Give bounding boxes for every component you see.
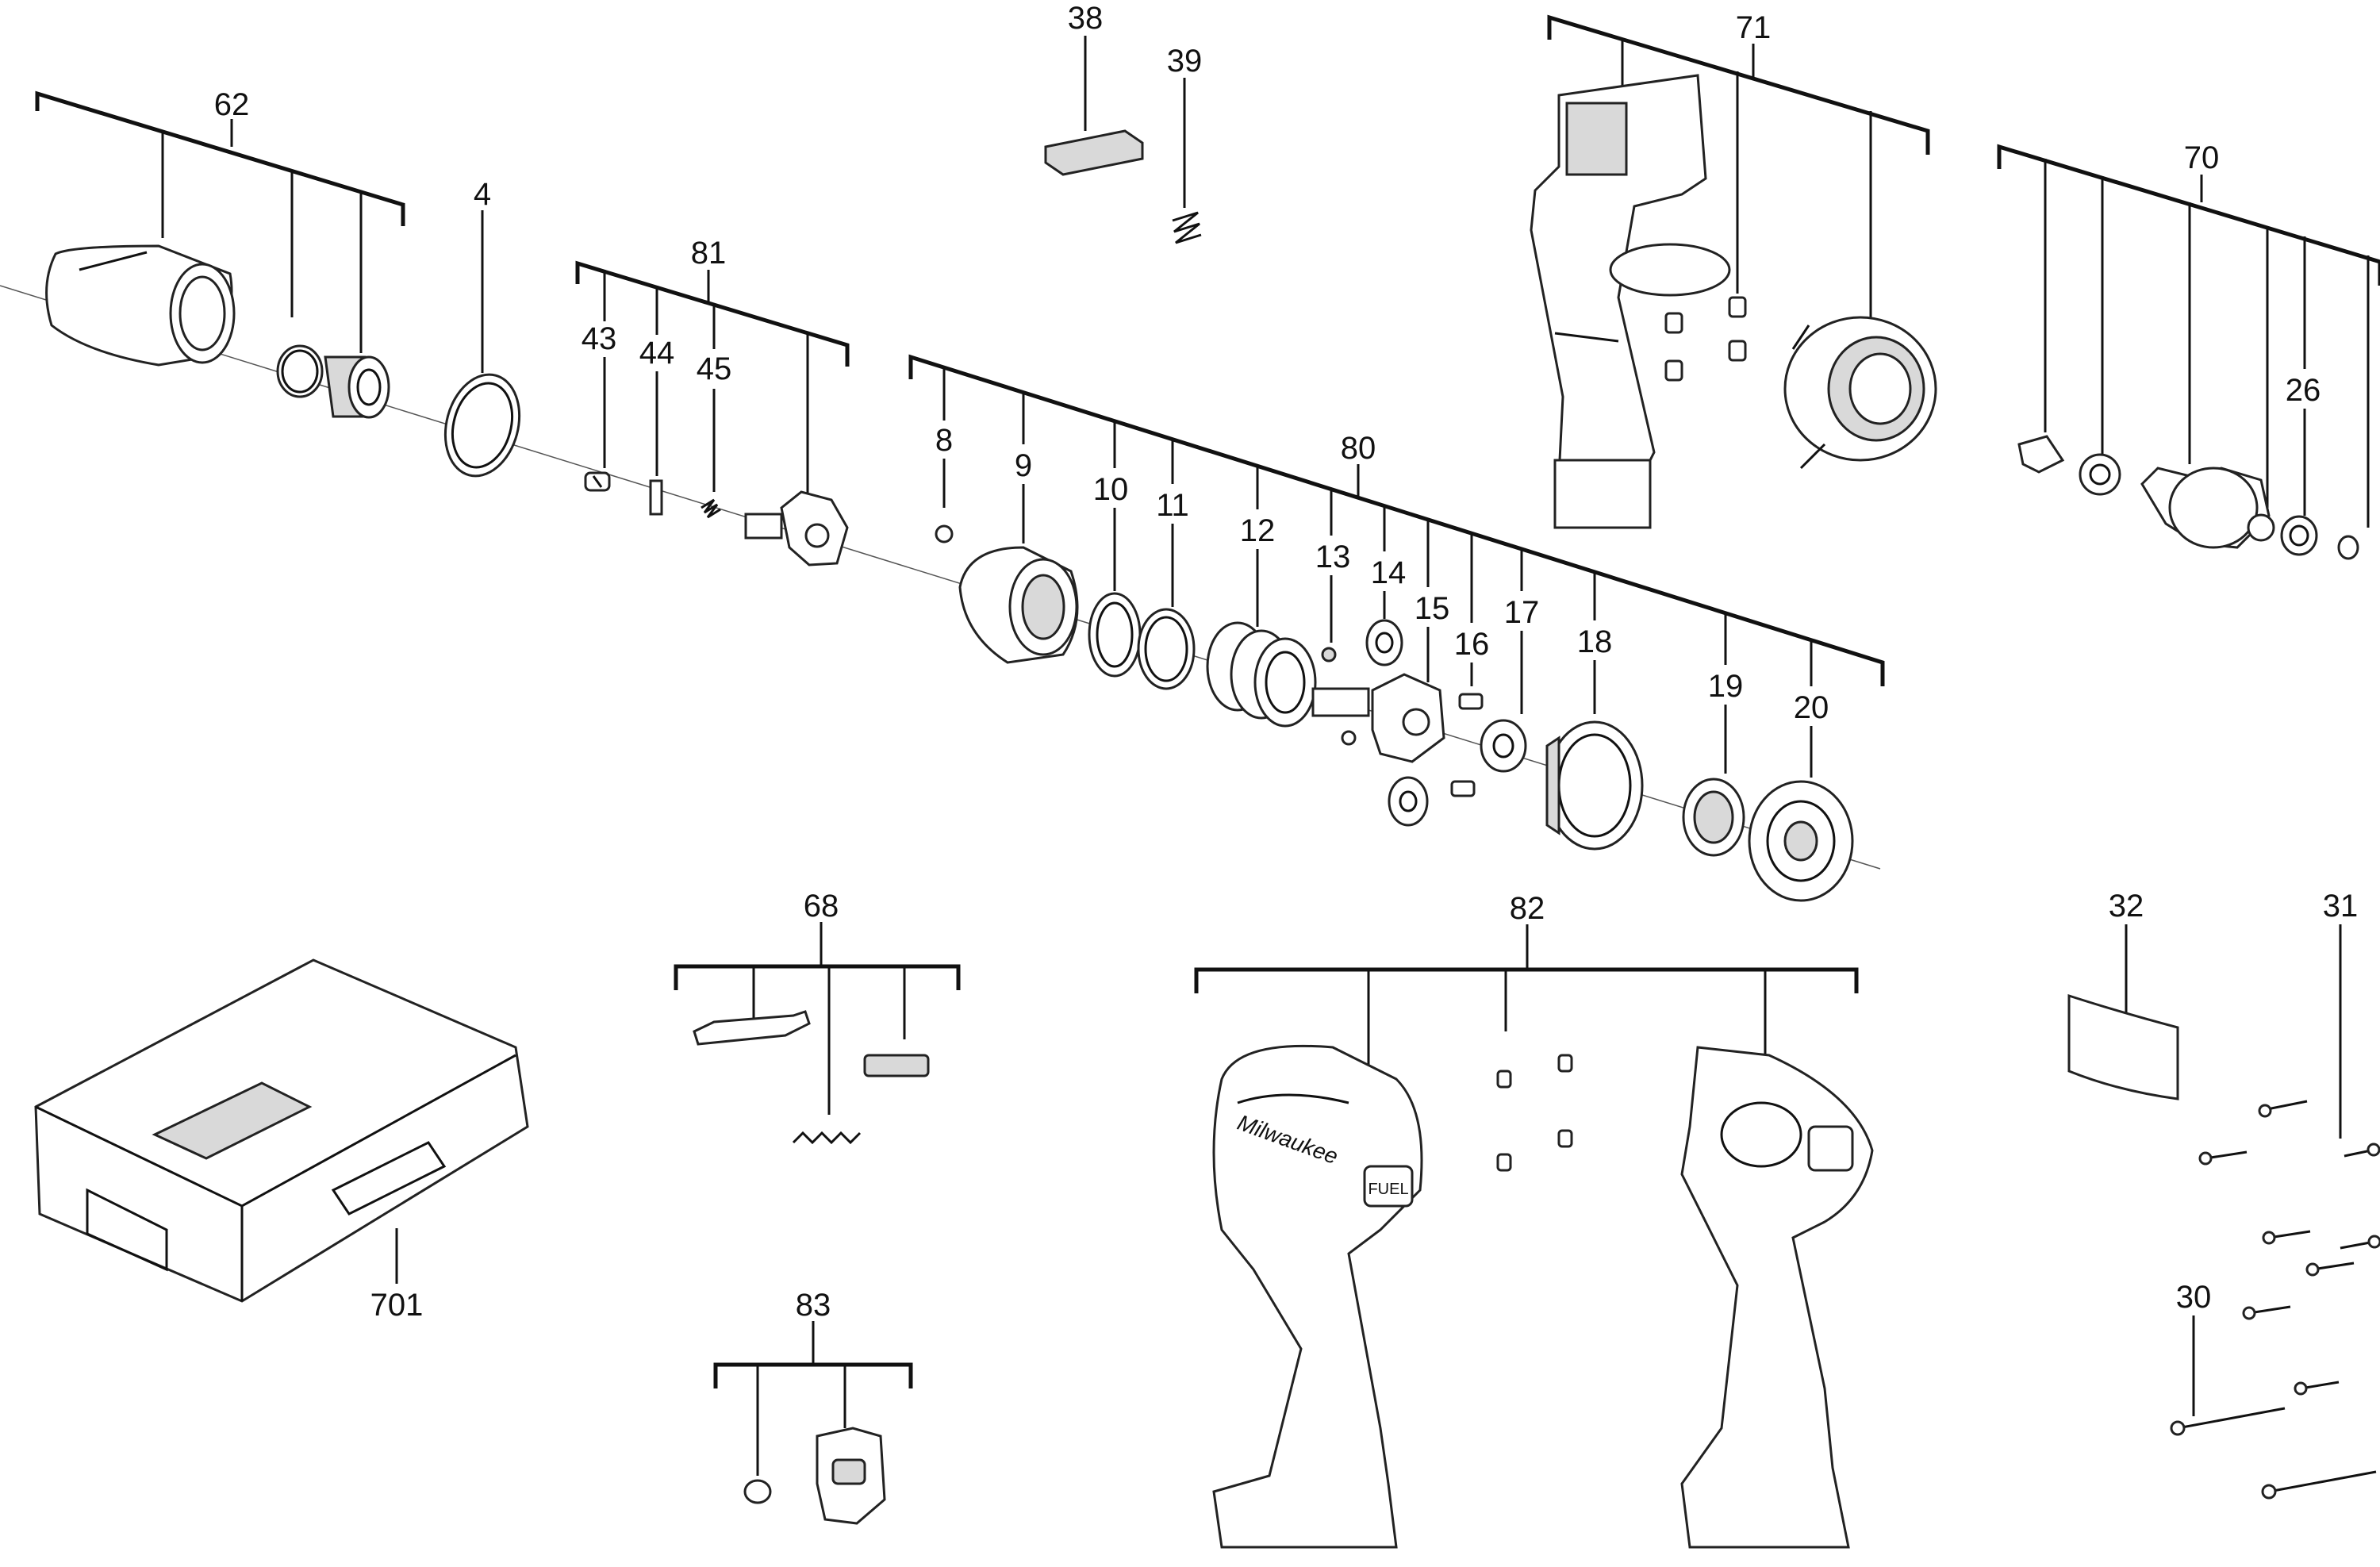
retaining-ring-icon	[276, 344, 324, 398]
clip-68-icon	[693, 1010, 811, 1046]
name-plate-icon	[2067, 993, 2179, 1100]
nose-housing-icon	[45, 244, 236, 367]
part-38: 38	[1044, 1, 1144, 176]
spring-39-icon	[1172, 211, 1202, 244]
label-20: 20	[1794, 690, 1829, 725]
spindle-15-icon	[1311, 673, 1445, 763]
label-17: 17	[1504, 595, 1540, 630]
screw-43-icon	[584, 471, 611, 492]
part-group-81: 81 43 44 45	[575, 236, 850, 567]
part-group-83: 83	[713, 1288, 913, 1525]
label-19: 19	[1708, 669, 1744, 704]
part-group-80: 80 8 9 10 11 12	[908, 354, 1885, 902]
bracket-68	[674, 964, 961, 990]
label-12: 12	[1240, 513, 1276, 548]
part-701-702: 702 701	[34, 958, 529, 1323]
part-4: 4	[443, 177, 521, 478]
bearing-19-icon	[1682, 778, 1745, 857]
label-80: 80	[1341, 431, 1376, 466]
carry-case-icon	[34, 958, 529, 1303]
screw-83-icon	[743, 1479, 772, 1504]
bushing-icon	[324, 355, 390, 419]
latch-68-icon	[863, 1054, 930, 1077]
part-group-68: 68	[674, 889, 961, 1145]
part-group-70: 70 26	[1997, 140, 2380, 560]
label-26: 26	[2286, 373, 2321, 408]
label-11: 11	[1156, 488, 1189, 523]
spring-45-icon	[701, 498, 721, 519]
planet-gear-14b-icon	[1388, 776, 1429, 827]
pins-16-icon	[1450, 693, 1484, 797]
label-8: 8	[935, 423, 953, 458]
belt-clip-83-icon	[816, 1427, 886, 1525]
label-83: 83	[796, 1288, 831, 1323]
switch-slider-icon	[1044, 129, 1144, 176]
pin-44-icon	[649, 479, 663, 516]
trigger-switch-icon	[1530, 74, 1731, 529]
bracket-62	[35, 90, 405, 226]
label-13: 13	[1315, 540, 1351, 574]
bracket-83	[713, 1362, 913, 1388]
ball-bearing-cage-10-icon	[1088, 592, 1142, 678]
part-31: 31	[2198, 889, 2380, 1396]
label-15: 15	[1415, 591, 1450, 626]
label-30: 30	[2176, 1280, 2212, 1315]
label-4: 4	[474, 177, 491, 212]
hammer-9-icon	[958, 546, 1079, 664]
rotor-parts-icon	[2017, 435, 2359, 560]
planet-gear-14-icon	[1365, 619, 1403, 666]
gear-case-cover-20-icon	[1748, 780, 1854, 902]
part-32: 32	[2067, 889, 2179, 1100]
bracket-82	[1194, 967, 1859, 993]
label-18: 18	[1577, 624, 1613, 659]
part-group-62: 62	[35, 87, 405, 419]
long-screws-30-icon	[2170, 1407, 2377, 1500]
label-45: 45	[697, 351, 732, 386]
label-82: 82	[1510, 891, 1545, 926]
label-43: 43	[582, 321, 617, 356]
ring-gear-18-icon	[1545, 720, 1644, 851]
label-62: 62	[214, 87, 250, 122]
washer-11-icon	[1137, 608, 1196, 690]
label-31: 31	[2323, 889, 2359, 924]
ball-8-icon	[935, 524, 954, 543]
label-701: 701	[370, 1288, 424, 1323]
label-10: 10	[1093, 472, 1129, 507]
spring-12-icon	[1206, 621, 1317, 728]
spring-68-icon	[792, 1131, 862, 1145]
anvil-icon	[744, 490, 849, 567]
bracket-80	[908, 354, 1885, 686]
label-38: 38	[1068, 1, 1104, 36]
stator-icon	[1783, 316, 1937, 470]
washer-17-icon	[1480, 719, 1527, 773]
part-39: 39	[1167, 44, 1203, 244]
screws-31-icon	[2198, 1100, 2380, 1396]
label-39: 39	[1167, 44, 1203, 79]
label-9: 9	[1015, 448, 1032, 483]
label-16: 16	[1454, 627, 1490, 662]
part-group-82: 82 Milwaukee FUEL	[1194, 891, 1874, 1549]
label-70: 70	[2184, 140, 2220, 175]
housing-right-icon	[1680, 1046, 1874, 1549]
housing-screw-bosses-icon	[1496, 1054, 1573, 1172]
part-30: 30	[2170, 1280, 2377, 1500]
housing-left-icon: Milwaukee FUEL	[1212, 1044, 1423, 1549]
label-68: 68	[804, 889, 839, 924]
bracket-81	[575, 260, 850, 367]
part-group-71: 71	[1530, 10, 1937, 529]
label-14: 14	[1371, 555, 1407, 590]
label-32: 32	[2109, 889, 2144, 924]
label-81: 81	[691, 236, 727, 271]
label-71: 71	[1736, 10, 1772, 45]
housing-badge-text: FUEL	[1368, 1181, 1408, 1198]
screws-71-icon	[1664, 296, 1747, 382]
ball-13-icon	[1321, 647, 1337, 663]
label-44: 44	[639, 336, 675, 371]
